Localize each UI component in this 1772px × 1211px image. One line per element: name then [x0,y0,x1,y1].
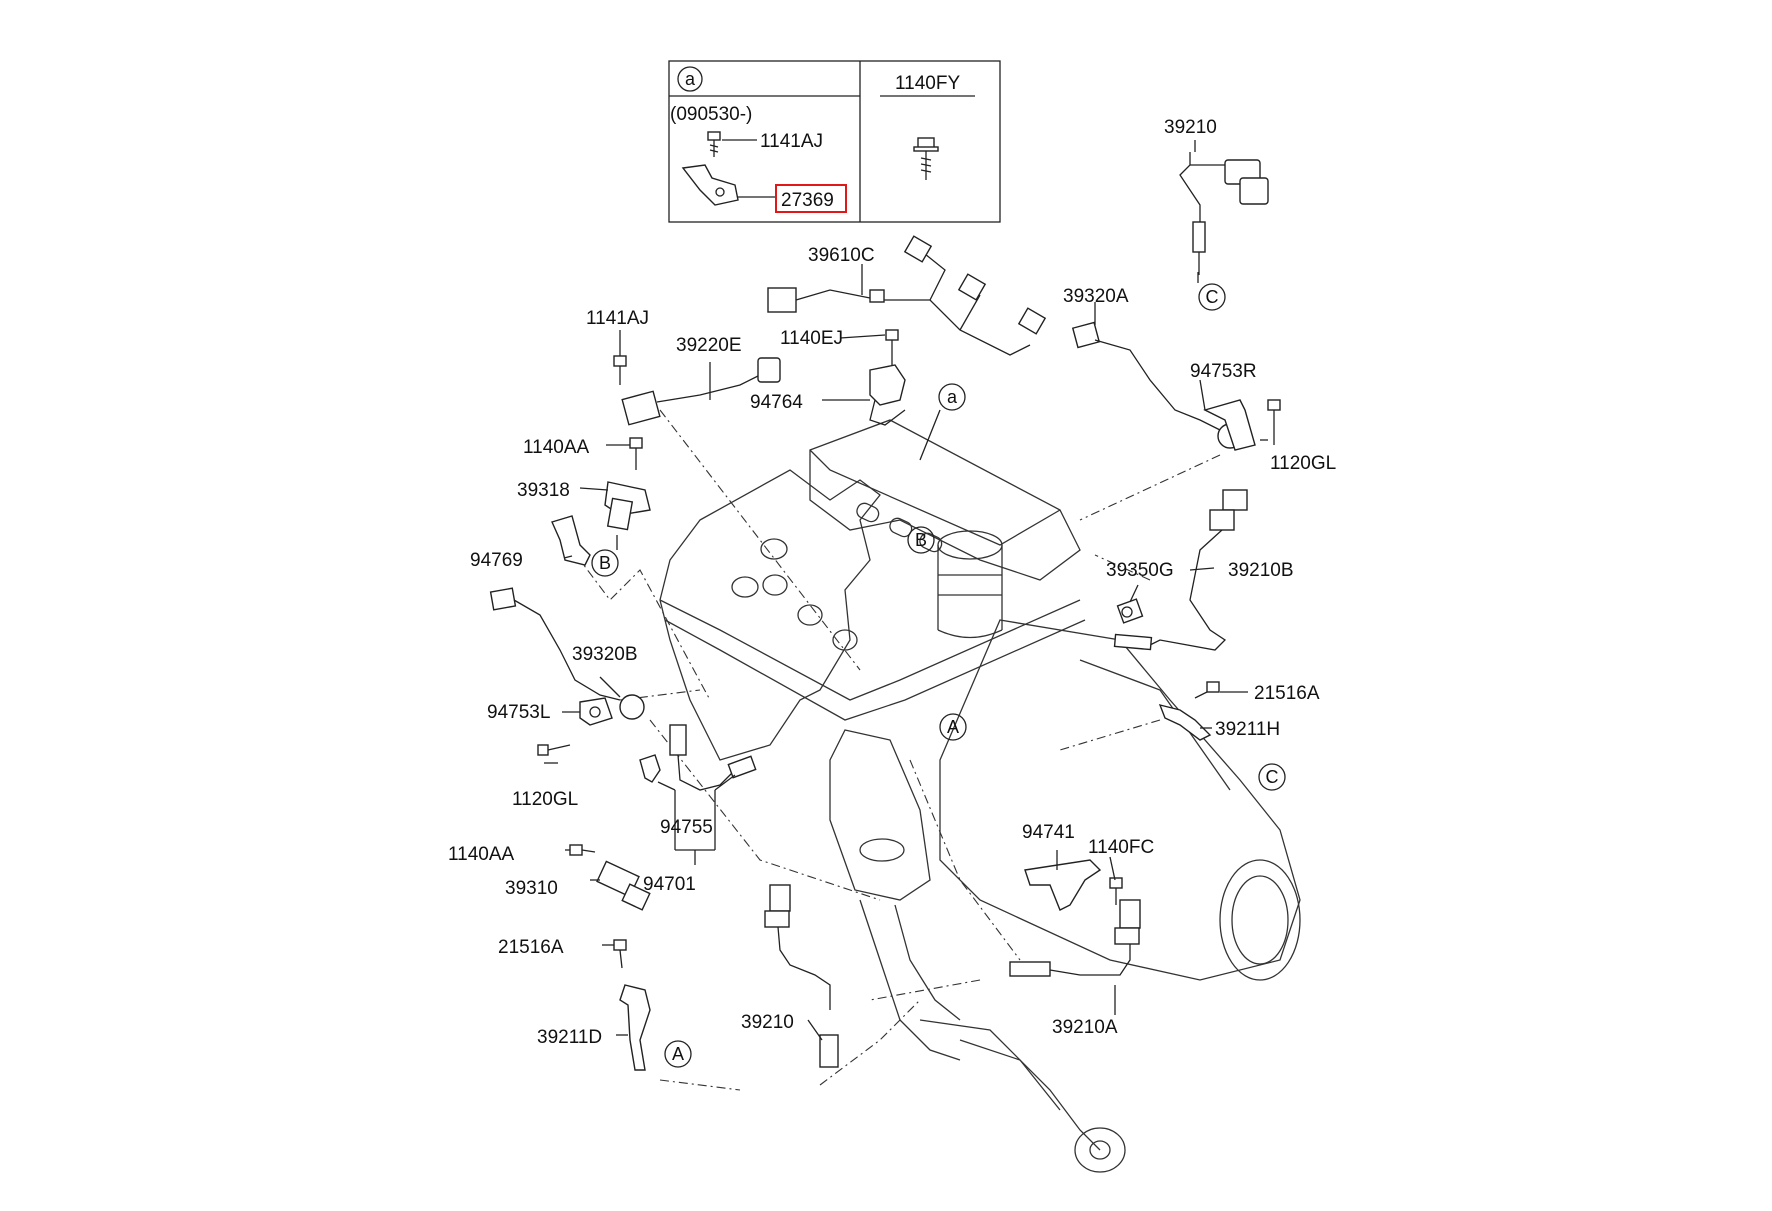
leader-lines [544,140,1268,1041]
inset-part-1140FY[interactable]: 1140FY [895,73,960,94]
label-39320A[interactable]: 39320A [1063,286,1129,307]
ref-circle-B-left: B [591,549,619,577]
o2-sensor-39210B[interactable] [1113,489,1248,651]
crank-sensor-39310[interactable] [596,860,651,911]
svg-text:A: A [947,717,959,737]
ref-circle-a: a [938,383,966,411]
bolt-1140EJ[interactable] [885,329,899,365]
bolt-1120GL-right[interactable] [1267,399,1281,445]
label-39211H[interactable]: 39211H [1215,719,1280,740]
label-39210A[interactable]: 39210A [1052,1017,1118,1038]
label-1140FC[interactable]: 1140FC [1088,837,1154,858]
label-39210B[interactable]: 39210B [1228,560,1294,581]
label-1140AA-top[interactable]: 1140AA [523,437,590,458]
bolt-21516A-right[interactable] [1194,681,1220,699]
label-39610C[interactable]: 39610C [808,245,875,266]
label-1140AA-bottom[interactable]: 1140AA [448,844,515,865]
o2-sensor-39210A[interactable] [1009,899,1141,977]
bolt-1140FC[interactable] [1109,877,1123,905]
bracket-94764[interactable] [869,364,906,426]
bolt-1140AA-top[interactable] [629,437,643,470]
ref-circle-A-engine: A [939,713,967,741]
wiring-harness-39610C[interactable] [767,235,1047,356]
ref-circle-C-engine: C [1258,763,1286,791]
label-39210-top[interactable]: 39210 [1164,117,1217,138]
label-21516A-left[interactable]: 21516A [498,937,564,958]
bolt-icon [707,131,721,157]
dash-leaders [564,409,1221,1091]
knock-sensor-39320B[interactable] [489,587,645,720]
label-1141AJ[interactable]: 1141AJ [586,308,649,329]
svg-text:B: B [915,530,927,550]
part-labels: 39210 39610C 39320A 1141AJ 39220E 1140EJ… [448,117,1336,1048]
label-94701[interactable]: 94701 [643,874,696,895]
ref-circle-B-engine: B [907,526,935,554]
ref-circle-C-top: C [1198,283,1226,311]
svg-text:C: C [1206,287,1219,307]
label-39350G[interactable]: 39350G [1106,560,1174,581]
label-94769[interactable]: 94769 [470,550,523,571]
bracket-94753R[interactable] [1203,399,1256,451]
sensor-39220E[interactable] [621,357,781,426]
inset-part-1141AJ[interactable]: 1141AJ [760,131,823,152]
label-39318[interactable]: 39318 [517,480,570,501]
cam-sensor-39318[interactable] [604,481,651,531]
bolt-1140AA-bottom[interactable] [569,844,596,856]
temp-sensor-39350G[interactable] [1116,598,1144,624]
label-94755[interactable]: 94755 [660,817,713,838]
bolt-1120GL-left[interactable] [537,744,571,756]
label-94741[interactable]: 94741 [1022,822,1075,843]
bracket-39211D[interactable] [619,984,651,1071]
bracket-icon [681,164,739,206]
inset-table: a 1140FY (090530-) 1141AJ 27369 [668,60,1001,223]
inset-ref-circle: a [677,66,703,92]
o2-sensor-39210-bottom[interactable] [764,884,839,1068]
highlight-box [775,184,847,213]
label-39210-bottom[interactable]: 39210 [741,1012,794,1033]
ref-circle-A-bottom: A [664,1040,692,1068]
o2-sensor-39210-top[interactable] [1179,152,1269,275]
label-21516A-right[interactable]: 21516A [1254,683,1320,704]
inset-date-code: (090530-) [670,104,752,125]
bracket-94753L[interactable] [579,697,613,726]
label-94753L[interactable]: 94753L [487,702,550,723]
engine-block [659,419,1301,1173]
svg-text:A: A [672,1044,684,1064]
svg-text:C: C [1266,767,1279,787]
label-1120GL-right[interactable]: 1120GL [1270,453,1336,474]
label-39320B[interactable]: 39320B [572,644,638,665]
svg-text:B: B [599,553,611,573]
label-1140EJ[interactable]: 1140EJ [780,328,843,349]
label-94753R[interactable]: 94753R [1190,361,1257,382]
svg-text:a: a [685,69,696,89]
flange-bolt-icon [913,137,939,180]
bolt-21516A-left[interactable] [613,939,627,969]
label-39310[interactable]: 39310 [505,878,558,899]
bracket-39211H[interactable] [1158,703,1212,741]
label-94764[interactable]: 94764 [750,392,803,413]
label-39220E[interactable]: 39220E [676,335,742,356]
svg-text:a: a [947,387,958,407]
bracket-94741[interactable] [1024,859,1102,911]
inset-part-27369[interactable]: 27369 [781,190,834,211]
sensor-wire-94755[interactable] [639,724,757,791]
knock-sensor-39320A[interactable] [1071,321,1243,449]
label-1120GL-left[interactable]: 1120GL [512,789,578,810]
label-39211D[interactable]: 39211D [537,1027,602,1048]
bracket-94769[interactable] [551,515,591,566]
bolt-1141AJ[interactable] [613,355,627,385]
